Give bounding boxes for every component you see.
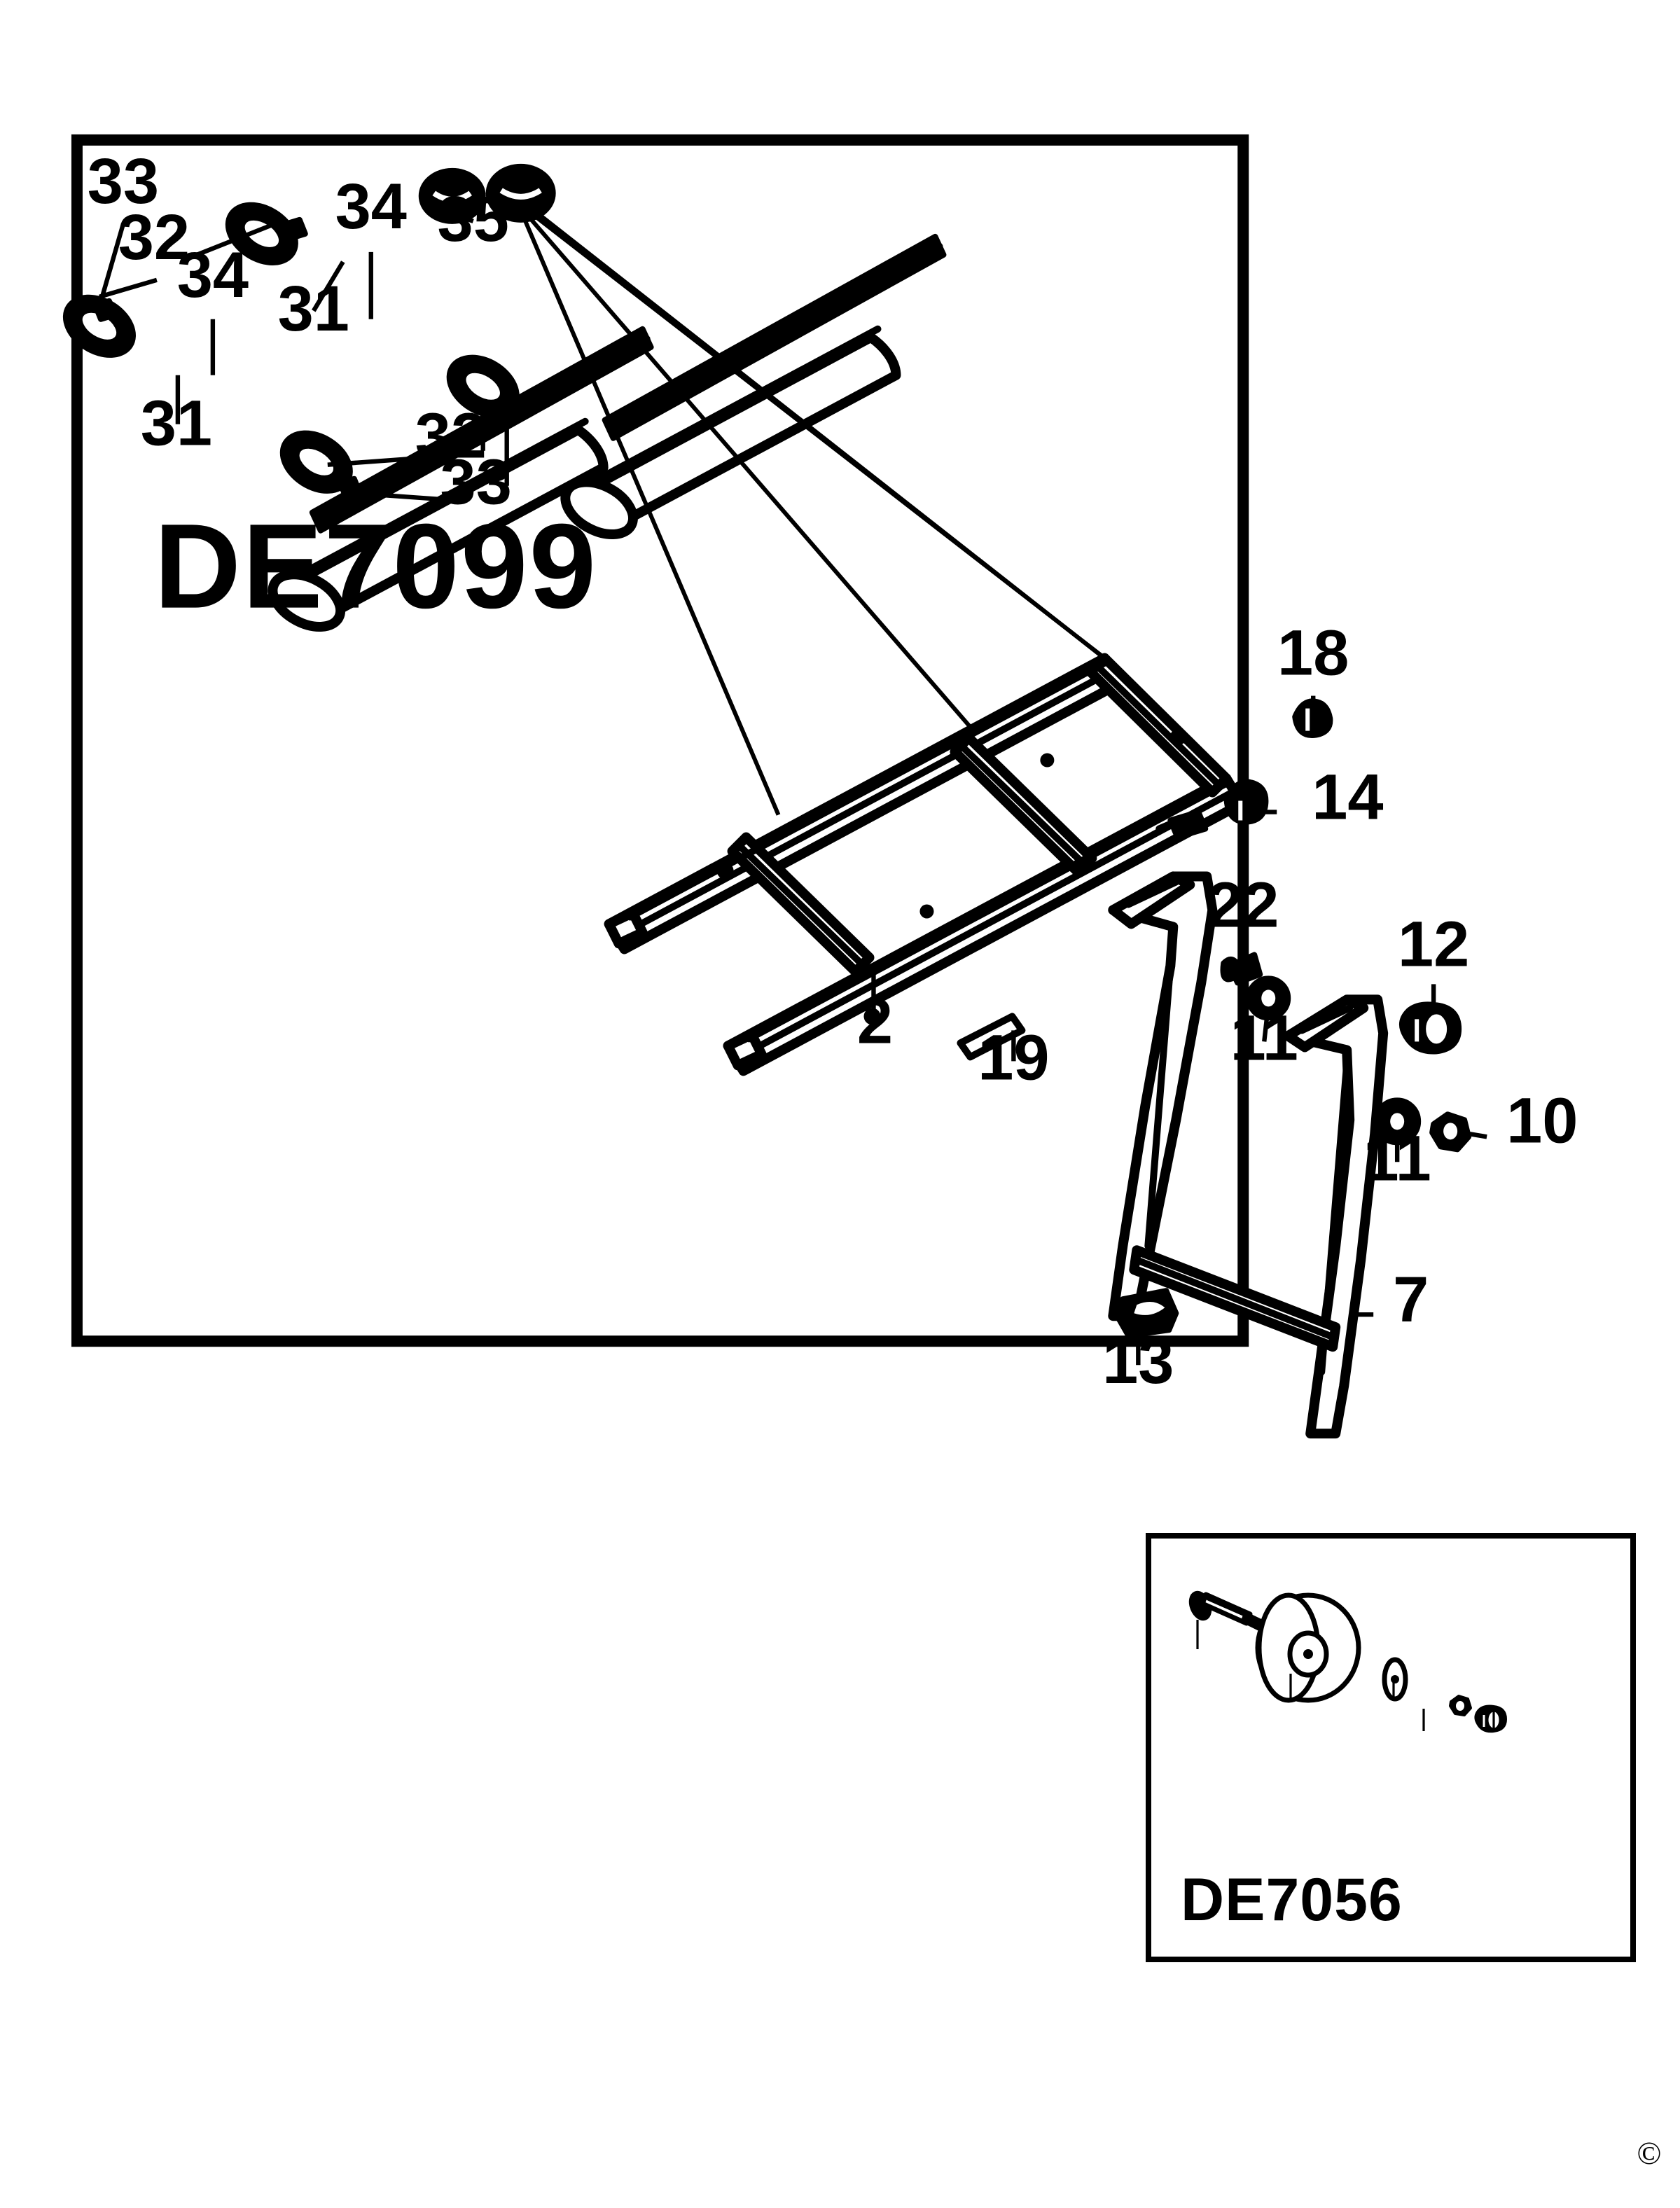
callout-11: 11	[1230, 1002, 1298, 1074]
part-31-upper-roller	[560, 325, 901, 540]
callout-number-layer: 33 32 34 34 31 31 32 33 35 18 14 2 19 22…	[88, 146, 1578, 1397]
part-42-axle-bolt	[1188, 1590, 1264, 1631]
part-32-endcap-d	[279, 430, 353, 494]
callout-10: 10	[1506, 1085, 1578, 1156]
leader-33-a	[99, 223, 126, 298]
part-12-knob-nut	[1399, 1001, 1462, 1055]
part-32-endcap-c	[446, 354, 520, 418]
part-10-nut	[1429, 1111, 1472, 1153]
leader-32-c	[327, 455, 424, 467]
inset-de7056: DE7056	[1146, 1533, 1636, 1962]
part-34-upper-rod	[602, 233, 947, 441]
inset-de7099: DE7099	[62, 134, 1249, 1347]
part-11-washer-de7056	[1449, 1695, 1472, 1716]
main-leader-lines	[871, 695, 1487, 1366]
callout-32-b: 32	[415, 401, 487, 472]
callout-14: 14	[1312, 762, 1383, 833]
part-35-bushing-right	[485, 163, 556, 223]
part-33-pin-c	[501, 394, 527, 419]
part-14-knob	[1223, 779, 1269, 825]
part-22-bolt	[1220, 952, 1263, 986]
callout-13: 13	[1102, 1326, 1174, 1397]
callout-34: 34	[335, 171, 407, 242]
callout-12: 12	[1398, 908, 1469, 980]
part-19-spacer-strip	[957, 1013, 1026, 1061]
callout-33: 33	[88, 146, 159, 217]
part-41-wheel	[1255, 1592, 1361, 1703]
leader-35	[448, 210, 474, 223]
callout-2: 2	[857, 985, 893, 1057]
part-18-screw	[1292, 698, 1333, 739]
part-11-washer-lower	[1373, 1097, 1422, 1146]
inset-de7056-border	[1146, 1533, 1636, 1962]
inset-de7099-title: DE7099	[154, 499, 597, 634]
inset-de7099-border	[71, 134, 1249, 1347]
leader-10	[1469, 1132, 1487, 1139]
part-11-washer-upper	[1246, 975, 1291, 1021]
leader-31-upper	[312, 261, 345, 312]
part-2-table-frame	[604, 653, 1247, 1076]
callout-34-b: 34	[177, 239, 249, 311]
callout-31-b: 31	[141, 388, 212, 459]
part-12-knob-nut-de7056	[1474, 1704, 1507, 1733]
inset-de7056-title: DE7056	[1181, 1866, 1403, 1933]
part-33-pin-b	[92, 298, 118, 322]
callout-7: 7	[1393, 1264, 1429, 1335]
part-35-bushing-left	[418, 167, 486, 224]
callout-35: 35	[438, 183, 509, 255]
part-13-foot-cap	[1114, 1288, 1179, 1339]
callout-18: 18	[1277, 618, 1349, 689]
callout-22: 22	[1207, 869, 1279, 940]
part-31-lower-roller	[268, 417, 609, 632]
fan-leaders-from-bushing-35	[521, 208, 1115, 816]
part-33-pin-a	[282, 216, 308, 241]
leader-33-c	[349, 490, 448, 502]
leader-11-upper	[1262, 1016, 1270, 1042]
leader-32-a	[185, 221, 276, 261]
callout-31: 31	[278, 273, 349, 345]
callout-33-b: 33	[440, 447, 512, 518]
leader-32-b	[99, 277, 158, 299]
callout-32: 32	[118, 202, 190, 273]
part-44-flat-washer	[1382, 1657, 1408, 1702]
copyright-mark: ©	[1637, 2135, 1662, 2171]
callout-11-b: 11	[1363, 1123, 1431, 1194]
callout-19: 19	[978, 1022, 1049, 1093]
part-7-leg-assembly	[1108, 871, 1389, 1439]
